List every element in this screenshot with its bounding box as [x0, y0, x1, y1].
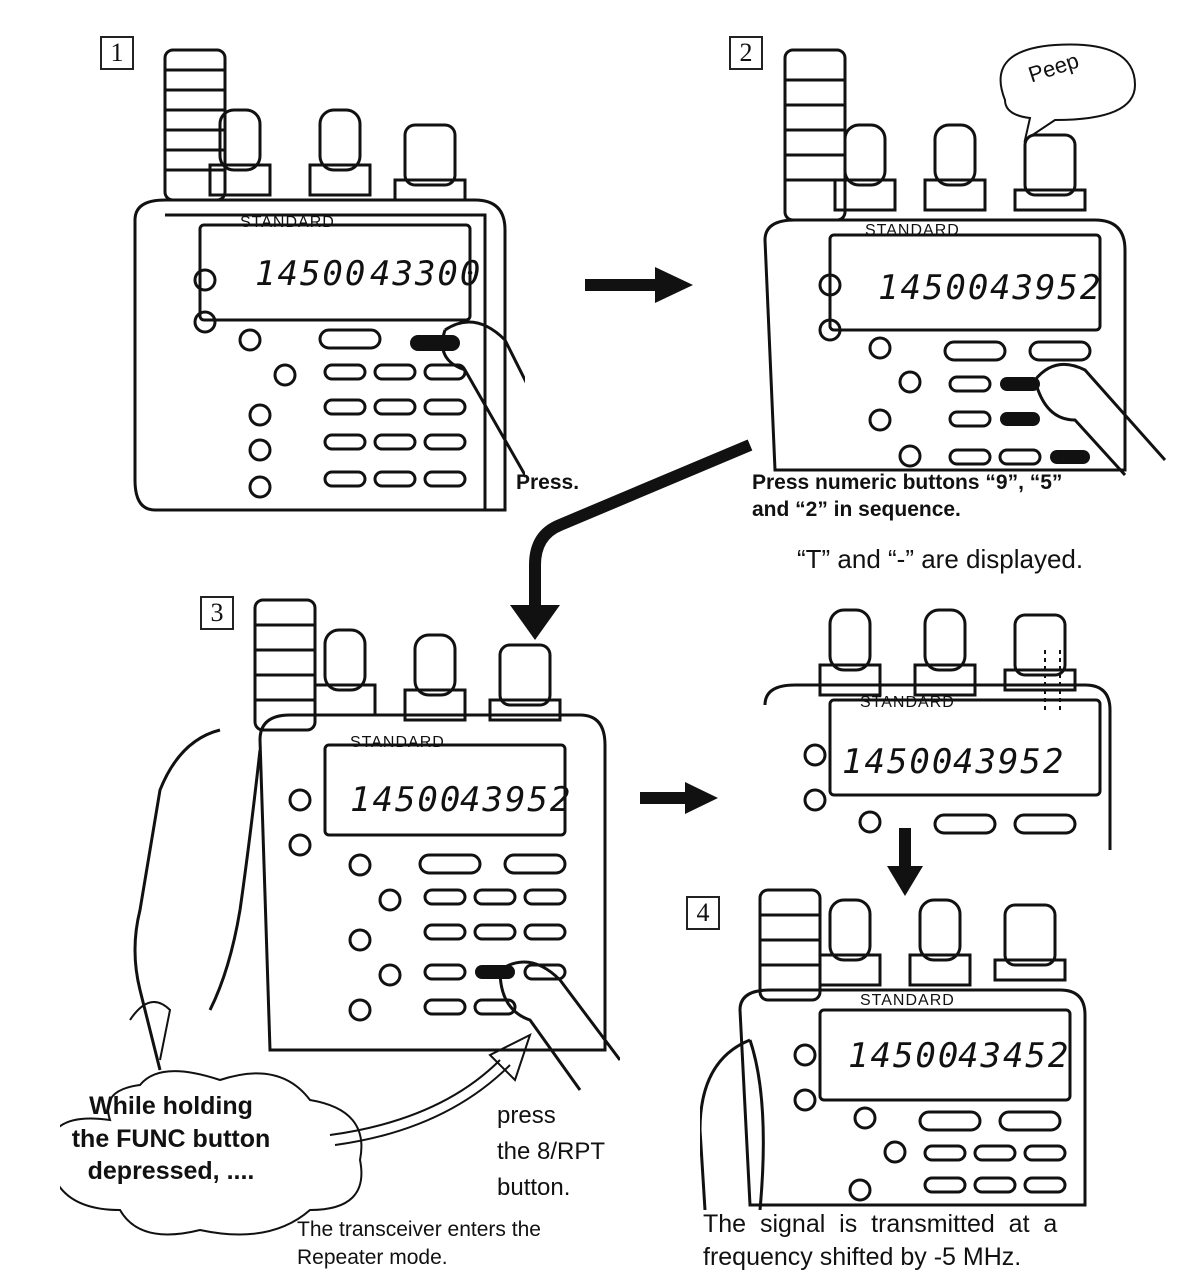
lcd-right-frequency: 43952: [460, 780, 573, 820]
lcd-right-frequency: 43452: [958, 1036, 1071, 1076]
press-rpt-caption: press the 8/RPT button.: [497, 1098, 605, 1206]
func-bubble: While holding the FUNC button depressed,…: [26, 1090, 316, 1188]
signal-caption-line2: frequency shifted by -5 MHz.: [703, 1242, 1022, 1271]
press-caption: Press.: [516, 471, 580, 494]
down-arrow-icon: [887, 828, 923, 896]
lcd-right-frequency: 43952: [990, 268, 1103, 308]
right-arrow-icon: [640, 782, 718, 814]
lcd-left-frequency: 14500: [255, 254, 368, 294]
radio-illustration-step2: [763, 43, 1167, 477]
func-bubble-line1: While holding: [89, 1092, 253, 1120]
func-bubble-line3: depressed, ....: [87, 1157, 255, 1185]
radio-illustration-step3-display: [763, 608, 1112, 850]
press-numeric-caption-line1: Press numeric buttons “9”, “5”: [752, 471, 1063, 494]
displayed-caption: “T” and “-” are displayed.: [797, 544, 1084, 574]
press-rpt-line2: the 8/RPT: [497, 1138, 606, 1165]
lcd-left-frequency: 14500: [842, 742, 955, 782]
func-bubble-line2: the FUNC button: [71, 1124, 271, 1153]
lcd-left-frequency: 14500: [878, 268, 991, 308]
signal-caption-line1: The signal is transmitted at a: [703, 1210, 1058, 1238]
radio-brand-label: STANDARD: [860, 992, 955, 1009]
lcd-left-frequency: 14500: [848, 1036, 961, 1076]
lcd-right-frequency: 43300: [370, 254, 483, 294]
repeater-caption-line1: The transceiver enters the: [297, 1218, 541, 1241]
lcd-right-frequency: 43952: [953, 742, 1066, 782]
press-rpt-line1: press: [497, 1102, 556, 1129]
repeater-caption: The transceiver enters the Repeater mode…: [297, 1216, 541, 1273]
repeater-caption-line2: Repeater mode.: [297, 1246, 448, 1270]
step-number-2: 2: [729, 36, 763, 70]
radio-brand-label: STANDARD: [240, 214, 335, 231]
step-number-1: 1: [100, 36, 134, 70]
step-number-4: 4: [686, 896, 720, 930]
radio-illustration-step1: [133, 48, 525, 512]
signal-caption: The signal is transmitted at a frequency…: [703, 1208, 1057, 1273]
radio-brand-label: STANDARD: [350, 734, 445, 751]
step-number-3: 3: [200, 596, 234, 630]
radio-brand-label: STANDARD: [865, 222, 960, 239]
radio-illustration-step3: [60, 598, 620, 1236]
radio-brand-label: STANDARD: [860, 694, 955, 711]
down-arrow-icon: [510, 439, 753, 640]
press-numeric-caption-line2: and “2” in sequence.: [752, 498, 961, 521]
right-arrow-icon: [585, 267, 693, 303]
radio-illustration-step4: [700, 888, 1087, 1210]
press-rpt-line3: button.: [497, 1174, 571, 1201]
lcd-left-frequency: 14500: [350, 780, 463, 820]
